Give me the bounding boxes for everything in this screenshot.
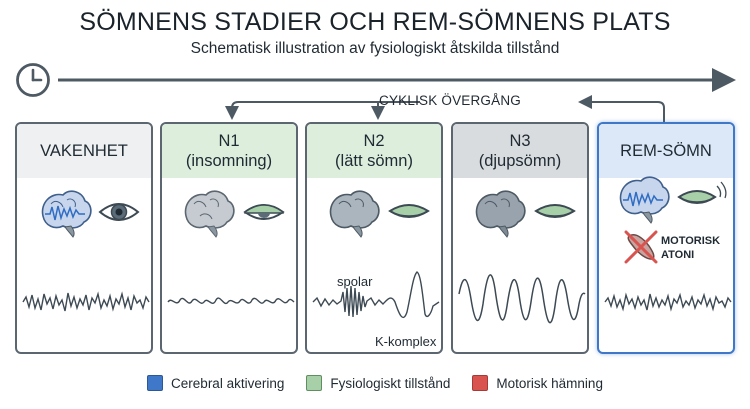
stage-name: REM-SÖMN bbox=[620, 142, 712, 160]
stage-header: VAKENHET bbox=[17, 124, 151, 178]
eye-open-icon bbox=[98, 203, 140, 221]
eeg-wave-n1 bbox=[167, 297, 295, 305]
eye-closed-icon bbox=[534, 204, 576, 218]
stage-n1-panel: N1 (insomning) bbox=[160, 122, 298, 354]
stage-header: N3 (djupsömn) bbox=[453, 124, 587, 178]
brain-active-icon bbox=[41, 190, 92, 238]
legend-item-cerebral-activation: Cerebral aktivering bbox=[147, 375, 284, 391]
stage-n2-panel: N2 (lätt sömn) spolar K-komplex bbox=[305, 122, 443, 354]
muscle-inhibited-icon bbox=[624, 230, 658, 264]
spindles-label: spolar bbox=[337, 274, 373, 289]
stage-wake-panel: VAKENHET bbox=[15, 122, 153, 354]
eye-rapid-movement-icon bbox=[677, 181, 727, 204]
legend-swatch-red bbox=[472, 375, 489, 391]
cycle-label: CYKLISK ÖVERGÅNG bbox=[379, 93, 521, 108]
stage-name: N3 bbox=[509, 132, 531, 150]
brain-icon bbox=[329, 190, 380, 238]
clock-icon bbox=[16, 63, 50, 97]
stage-description: (lätt sömn) bbox=[335, 152, 413, 170]
brain-icon bbox=[184, 190, 235, 238]
stage-header: N2 (lätt sömn) bbox=[307, 124, 441, 178]
brain-active-icon bbox=[619, 176, 670, 224]
atonia-label: MOTORISK ATONI bbox=[661, 235, 721, 261]
stage-name: VAKENHET bbox=[40, 142, 128, 160]
eeg-wave-n3 bbox=[458, 274, 586, 324]
stage-header: REM-SÖMN bbox=[599, 124, 733, 178]
legend: Cerebral aktivering Fysiologiskt tillstå… bbox=[0, 373, 750, 393]
diagram-subtitle: Schematisk illustration av fysiologiskt … bbox=[190, 40, 560, 57]
brain-icon bbox=[475, 190, 526, 238]
stage-name: N2 bbox=[363, 132, 385, 150]
legend-item-physiological-state: Fysiologiskt tillstånd bbox=[306, 375, 450, 391]
eye-half-closed-icon bbox=[243, 204, 285, 220]
stage-name: N1 bbox=[218, 132, 240, 150]
eeg-wave-rem bbox=[604, 292, 732, 312]
eeg-wave-wake bbox=[22, 291, 150, 312]
stage-description: (insomning) bbox=[185, 152, 273, 170]
eeg-wave-n2 bbox=[312, 271, 440, 318]
cycle-arrows bbox=[225, 95, 665, 122]
stage-description: (djupsömn) bbox=[478, 152, 562, 170]
diagram-title: SÖMNENS STADIER OCH REM-SÖMNENS PLATS bbox=[79, 8, 671, 36]
eye-closed-icon bbox=[388, 204, 430, 218]
k-complex-label: K-komplex bbox=[375, 334, 437, 349]
stage-rem-panel: REM-SÖMN MOTORISK ATONI bbox=[597, 122, 735, 354]
stage-header: N1 (insomning) bbox=[162, 124, 296, 178]
legend-swatch-green bbox=[306, 375, 323, 391]
legend-swatch-blue bbox=[147, 375, 164, 391]
stage-n3-panel: N3 (djupsömn) bbox=[451, 122, 589, 354]
legend-item-motor-inhibition: Motorisk hämning bbox=[472, 375, 603, 391]
